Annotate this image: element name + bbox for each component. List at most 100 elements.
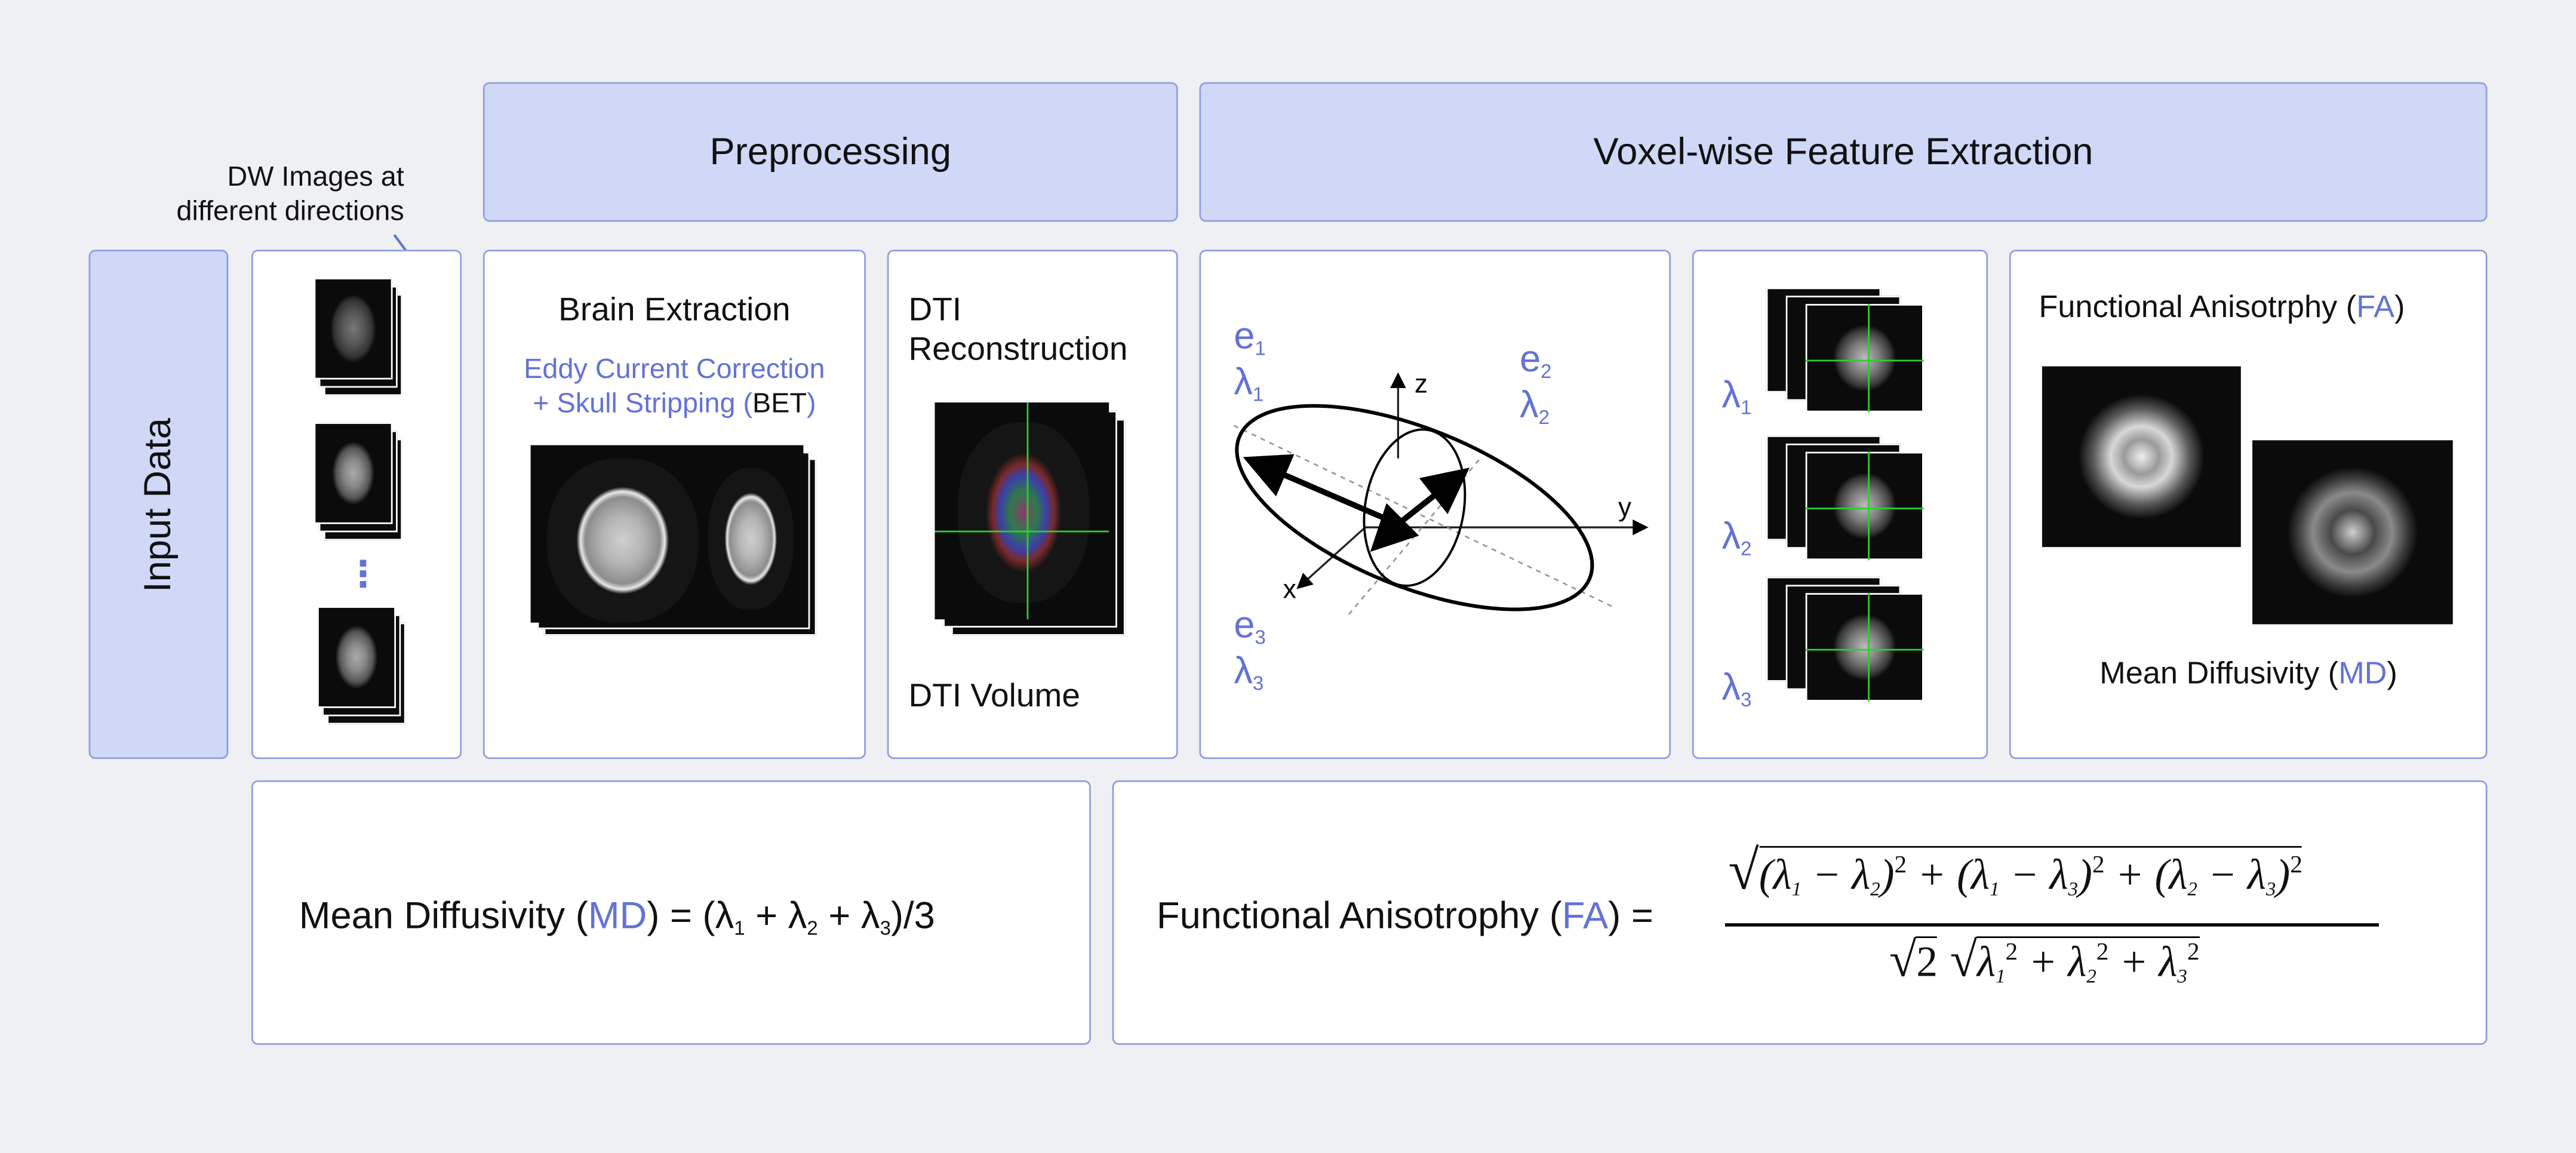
fa-formula-fraction-bar bbox=[1724, 923, 2379, 926]
crosshair-horizontal bbox=[935, 530, 1109, 533]
lambda-slice-front bbox=[1805, 303, 1924, 413]
dw-image-stack-3 bbox=[317, 606, 409, 731]
fa-formula-label-text: Functional Anisotrophy ( bbox=[1156, 893, 1562, 937]
fa-map-abbr: FA bbox=[2356, 290, 2395, 325]
md-map-close: ) bbox=[2387, 657, 2397, 692]
md-formula-box: Mean Diffusivity (MD) = (λ1 + λ2 + λ3)/3 bbox=[251, 780, 1091, 1045]
fa-md-maps-box: Functional Anisotrphy (FA) Mean Diffusiv… bbox=[2009, 250, 2488, 760]
input-data-header: Input Data bbox=[88, 250, 229, 760]
eddy-correction-label: Eddy Current Correction bbox=[524, 353, 825, 385]
lambda3-map-stack bbox=[1766, 576, 1931, 702]
crosshair-vertical bbox=[1868, 303, 1870, 413]
lambda2-symbol: λ bbox=[1722, 514, 1741, 557]
dw-images-callout: DW Images at different directions bbox=[176, 161, 404, 227]
axis-y-label: y bbox=[1618, 493, 1631, 522]
e1-symbol: e bbox=[1234, 313, 1255, 357]
md-map-abbr: MD bbox=[2338, 657, 2387, 692]
dw-image-stack-1 bbox=[313, 277, 405, 402]
dw-slice bbox=[313, 422, 393, 524]
e1-subscript: 1 bbox=[1255, 337, 1266, 360]
lambda1-subscript: 1 bbox=[1741, 396, 1752, 419]
preprocessing-header-label: Preprocessing bbox=[709, 130, 952, 173]
crosshair-vertical bbox=[1026, 402, 1029, 620]
lambda-slice-front bbox=[1805, 451, 1924, 561]
l1-subscript: 1 bbox=[1252, 383, 1264, 407]
crosshair-horizontal bbox=[1805, 508, 1924, 509]
e1-label: e1 λ1 bbox=[1234, 313, 1266, 407]
crosshair-horizontal bbox=[1805, 648, 1924, 651]
dti-title-line1: DTI bbox=[908, 292, 962, 329]
fa-map-label: Functional Anisotrphy (FA) bbox=[2039, 291, 2405, 328]
axis-x-label: x bbox=[1283, 574, 1296, 604]
l3-symbol: λ bbox=[1234, 649, 1253, 693]
dti-reconstruction-box: DTI Reconstruction DTI Volume bbox=[887, 250, 1178, 760]
e2-subscript: 2 bbox=[1541, 359, 1552, 383]
l2-subscript: 2 bbox=[1538, 406, 1550, 430]
dti-color-map bbox=[958, 422, 1090, 603]
fa-map-image bbox=[2042, 366, 2241, 548]
md-formula-end: )/3 bbox=[890, 893, 935, 937]
lambda3-subscript: 3 bbox=[1741, 688, 1752, 712]
brain-extraction-steps: Eddy Current Correction + Skull Strippin… bbox=[485, 352, 865, 422]
md-map-label: Mean Diffusivity (MD) bbox=[2099, 657, 2397, 695]
fa-map-label-text: Functional Anisotrphy ( bbox=[2039, 290, 2357, 325]
lambda-slice-front bbox=[1805, 593, 1924, 702]
ellipsis-icon: ⋮ bbox=[345, 554, 382, 595]
dti-title-line2: Reconstruction bbox=[908, 331, 1128, 368]
lambda1-symbol: λ bbox=[1722, 373, 1741, 416]
md-formula-rhs-open: ) = (λ bbox=[647, 893, 734, 937]
bet-label: BET bbox=[752, 388, 807, 420]
lambda2-map-stack bbox=[1766, 435, 1931, 561]
l3-subscript: 3 bbox=[1252, 672, 1264, 696]
preprocessing-header: Preprocessing bbox=[482, 82, 1178, 222]
e3-subscript: 3 bbox=[1255, 626, 1266, 649]
md-formula-label: Mean Diffusivity ( bbox=[299, 893, 588, 937]
e3-symbol: e bbox=[1234, 602, 1255, 646]
crosshair-horizontal bbox=[1805, 359, 1924, 362]
brain-extracted bbox=[708, 468, 794, 610]
skull-stripping-label: + Skull Stripping ( bbox=[533, 388, 753, 420]
md-formula-plus1: + λ bbox=[745, 893, 807, 937]
fa-formula-label: Functional Anisotrophy (FA) = bbox=[1157, 894, 1653, 938]
fa-formula-denominator: √2 √λ12 + λ22 + λ32 bbox=[1889, 933, 2200, 988]
dw-slice bbox=[317, 606, 396, 708]
md-formula-sub3: 3 bbox=[880, 917, 891, 940]
crosshair-vertical bbox=[1868, 593, 1870, 702]
fa-map-close: ) bbox=[2394, 290, 2405, 325]
eigenvalue-maps-box: λ1 λ2 λ3 bbox=[1692, 250, 1988, 760]
lambda2-label: λ2 bbox=[1722, 514, 1751, 560]
brain-extraction-title: Brain Extraction bbox=[558, 292, 791, 329]
brain-extraction-box: Brain Extraction Eddy Current Correction… bbox=[482, 250, 866, 760]
crosshair-vertical bbox=[1868, 451, 1870, 561]
md-formula-sub2: 2 bbox=[807, 917, 818, 940]
dw-slice bbox=[313, 277, 393, 380]
tensor-ellipsoid-diagram: z y x bbox=[1234, 370, 1649, 615]
fa-formula-eq: ) = bbox=[1608, 893, 1653, 937]
lambda3-label: λ3 bbox=[1722, 665, 1751, 711]
dti-volume-image bbox=[935, 402, 1132, 642]
lambda3-symbol: λ bbox=[1722, 665, 1741, 708]
lambda1-label: λ1 bbox=[1722, 373, 1751, 419]
dti-reconstruction-title: DTI Reconstruction bbox=[908, 291, 1127, 370]
md-formula-abbr: MD bbox=[588, 893, 647, 937]
e3-label: e3 λ3 bbox=[1234, 603, 1266, 696]
input-data-header-label: Input Data bbox=[136, 417, 179, 592]
l1-symbol: λ bbox=[1234, 360, 1253, 404]
brain-extraction-image bbox=[530, 445, 820, 639]
lambda1-map-stack bbox=[1766, 287, 1931, 413]
e2-symbol: e bbox=[1519, 337, 1541, 380]
md-map-image bbox=[2252, 440, 2453, 625]
lambda2-subscript: 2 bbox=[1741, 537, 1752, 561]
feature-extraction-header: Voxel-wise Feature Extraction bbox=[1199, 82, 2488, 222]
feature-extraction-header-label: Voxel-wise Feature Extraction bbox=[1593, 130, 2094, 173]
fa-formula-abbr: FA bbox=[1561, 893, 1609, 937]
dti-slice-front bbox=[935, 402, 1109, 620]
mri-slice-front bbox=[530, 445, 804, 623]
md-formula-sub1: 1 bbox=[734, 917, 745, 940]
dti-volume-label: DTI Volume bbox=[908, 678, 1080, 715]
fa-formula-numerator: √(λ1 − λ2)2 + (λ1 − λ3)2 + (λ2 − λ3)2 bbox=[1728, 841, 2303, 902]
dw-image-stack-2 bbox=[313, 422, 405, 547]
axis-z-label: z bbox=[1415, 370, 1428, 399]
md-formula: Mean Diffusivity (MD) = (λ1 + λ2 + λ3)/3 bbox=[299, 894, 935, 940]
skull-stripping-close: ) bbox=[807, 388, 816, 420]
